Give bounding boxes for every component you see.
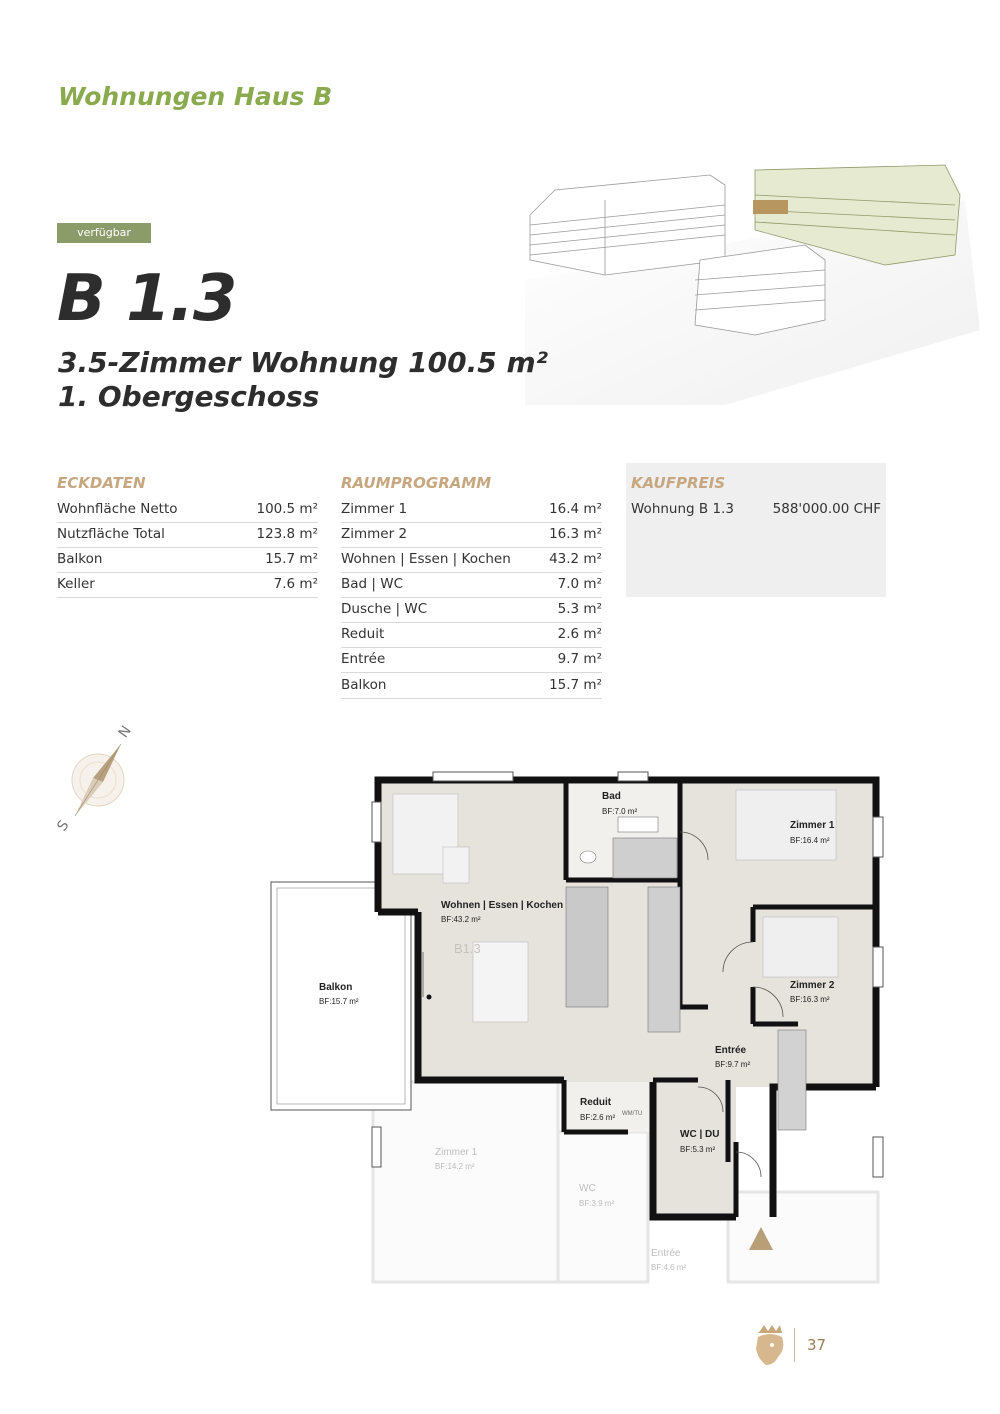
- room-wcdu-name: WC | DU: [680, 1129, 720, 1140]
- neighbor-zimmer1-name: Zimmer 1: [435, 1147, 478, 1158]
- kaufpreis-heading: KAUFPREIS: [631, 474, 726, 492]
- eckdaten-value: 100.5 m²: [256, 501, 318, 517]
- eckdaten-heading: ECKDATEN: [57, 474, 146, 492]
- room-wohnen-name: Wohnen | Essen | Kochen: [441, 900, 564, 911]
- eckdaten-row: Balkon 15.7 m²: [57, 547, 318, 573]
- page-number: 37: [807, 1336, 827, 1354]
- floor-plan: Bad BF:7.0 m² Zimmer 1 BF:16.4 m² Wohnen…: [268, 762, 888, 1292]
- floor-plan-drawing: [270, 771, 884, 1284]
- lion-logo-icon: [756, 1325, 784, 1365]
- raum-label: Bad | WC: [341, 576, 404, 592]
- room-balkon-name: Balkon: [319, 982, 353, 993]
- room-zimmer2-name: Zimmer 2: [790, 980, 835, 991]
- raum-row: Zimmer 1 16.4 m²: [341, 497, 602, 523]
- raum-label: Zimmer 1: [341, 501, 408, 517]
- raum-value: 15.7 m²: [549, 677, 602, 693]
- raum-label: Zimmer 2: [341, 526, 408, 542]
- raum-label: Reduit: [341, 626, 385, 642]
- kaufpreis-panel: KAUFPREIS Wohnung B 1.3 588'000.00 CHF: [626, 463, 886, 597]
- neighbor-wc-name: WC: [579, 1183, 596, 1194]
- page-header-title: Wohnungen Haus B: [58, 82, 333, 111]
- room-zimmer1-area: BF:16.4 m²: [790, 836, 830, 845]
- building-overview-illustration: [525, 164, 980, 405]
- room-wcdu-area: BF:5.3 m²: [680, 1145, 716, 1154]
- raumprogramm-heading: RAUMPROGRAMM: [341, 474, 492, 492]
- neighbor-entree-area: BF:4.6 m²: [651, 1263, 687, 1272]
- eckdaten-label: Balkon: [57, 551, 103, 567]
- eckdaten-row: Keller 7.6 m²: [57, 572, 318, 598]
- room-reduit-area: BF:2.6 m²: [580, 1113, 616, 1122]
- room-bad-area: BF:7.0 m²: [602, 807, 638, 816]
- eckdaten-row: Wohnfläche Netto 100.5 m²: [57, 497, 318, 523]
- raum-row: Wohnen | Essen | Kochen 43.2 m²: [341, 547, 602, 573]
- compass: N S: [54, 722, 146, 837]
- raum-value: 7.0 m²: [557, 576, 602, 592]
- neighbor-entree-name: Entrée: [651, 1248, 681, 1259]
- raum-row: Dusche | WC 5.3 m²: [341, 597, 602, 623]
- eckdaten-value: 123.8 m²: [256, 526, 318, 542]
- kaufpreis-value: 588'000.00 CHF: [772, 501, 881, 517]
- eckdaten-value: 15.7 m²: [265, 551, 318, 567]
- room-balkon-area: BF:15.7 m²: [319, 997, 359, 1006]
- raum-label: Balkon: [341, 677, 387, 693]
- room-reduit-name: Reduit: [580, 1097, 612, 1108]
- raum-value: 5.3 m²: [557, 601, 602, 617]
- raum-row: Bad | WC 7.0 m²: [341, 572, 602, 598]
- room-bad-name: Bad: [602, 791, 621, 802]
- eckdaten-label: Keller: [57, 576, 95, 592]
- eckdaten-label: Nutzfläche Total: [57, 526, 165, 542]
- eckdaten-label: Wohnfläche Netto: [57, 501, 178, 517]
- eckdaten-value: 7.6 m²: [273, 576, 318, 592]
- neighbor-wc-area: BF:3.9 m²: [579, 1199, 615, 1208]
- room-wohnen-area: BF:43.2 m²: [441, 915, 481, 924]
- raum-row: Reduit 2.6 m²: [341, 622, 602, 648]
- raum-value: 43.2 m²: [549, 551, 602, 567]
- eckdaten-row: Nutzfläche Total 123.8 m²: [57, 522, 318, 548]
- raum-label: Dusche | WC: [341, 601, 428, 617]
- room-entree-name: Entrée: [715, 1045, 747, 1056]
- unit-type-line: 3.5-Zimmer Wohnung 100.5 m²: [58, 346, 548, 379]
- raum-label: Wohnen | Essen | Kochen: [341, 551, 511, 567]
- unit-marker-label: B1.3: [454, 941, 481, 956]
- raum-row: Zimmer 2 16.3 m²: [341, 522, 602, 548]
- room-zimmer2-area: BF:16.3 m²: [790, 995, 830, 1004]
- raum-label: Entrée: [341, 651, 386, 667]
- unit-id: B 1.3: [57, 262, 237, 336]
- raum-row: Entrée 9.7 m²: [341, 647, 602, 673]
- room-entree-area: BF:9.7 m²: [715, 1060, 751, 1069]
- footer-divider: [794, 1328, 795, 1362]
- raum-value: 16.4 m²: [549, 501, 602, 517]
- neighbor-zimmer1-area: BF:14.2 m²: [435, 1162, 475, 1171]
- availability-badge: verfügbar: [57, 223, 151, 243]
- raum-value: 2.6 m²: [557, 626, 602, 642]
- compass-icon: [71, 743, 125, 817]
- unit-subtitle: 3.5-Zimmer Wohnung 100.5 m² 1. Obergesch…: [58, 346, 548, 414]
- raum-value: 9.7 m²: [557, 651, 602, 667]
- raum-row: Balkon 15.7 m²: [341, 673, 602, 699]
- raum-value: 16.3 m²: [549, 526, 602, 542]
- washer-dryer-label: WM/TU: [622, 1111, 643, 1117]
- room-zimmer1-name: Zimmer 1: [790, 820, 835, 831]
- unit-floor-line: 1. Obergeschoss: [58, 380, 320, 413]
- kaufpreis-label: Wohnung B 1.3: [631, 501, 734, 517]
